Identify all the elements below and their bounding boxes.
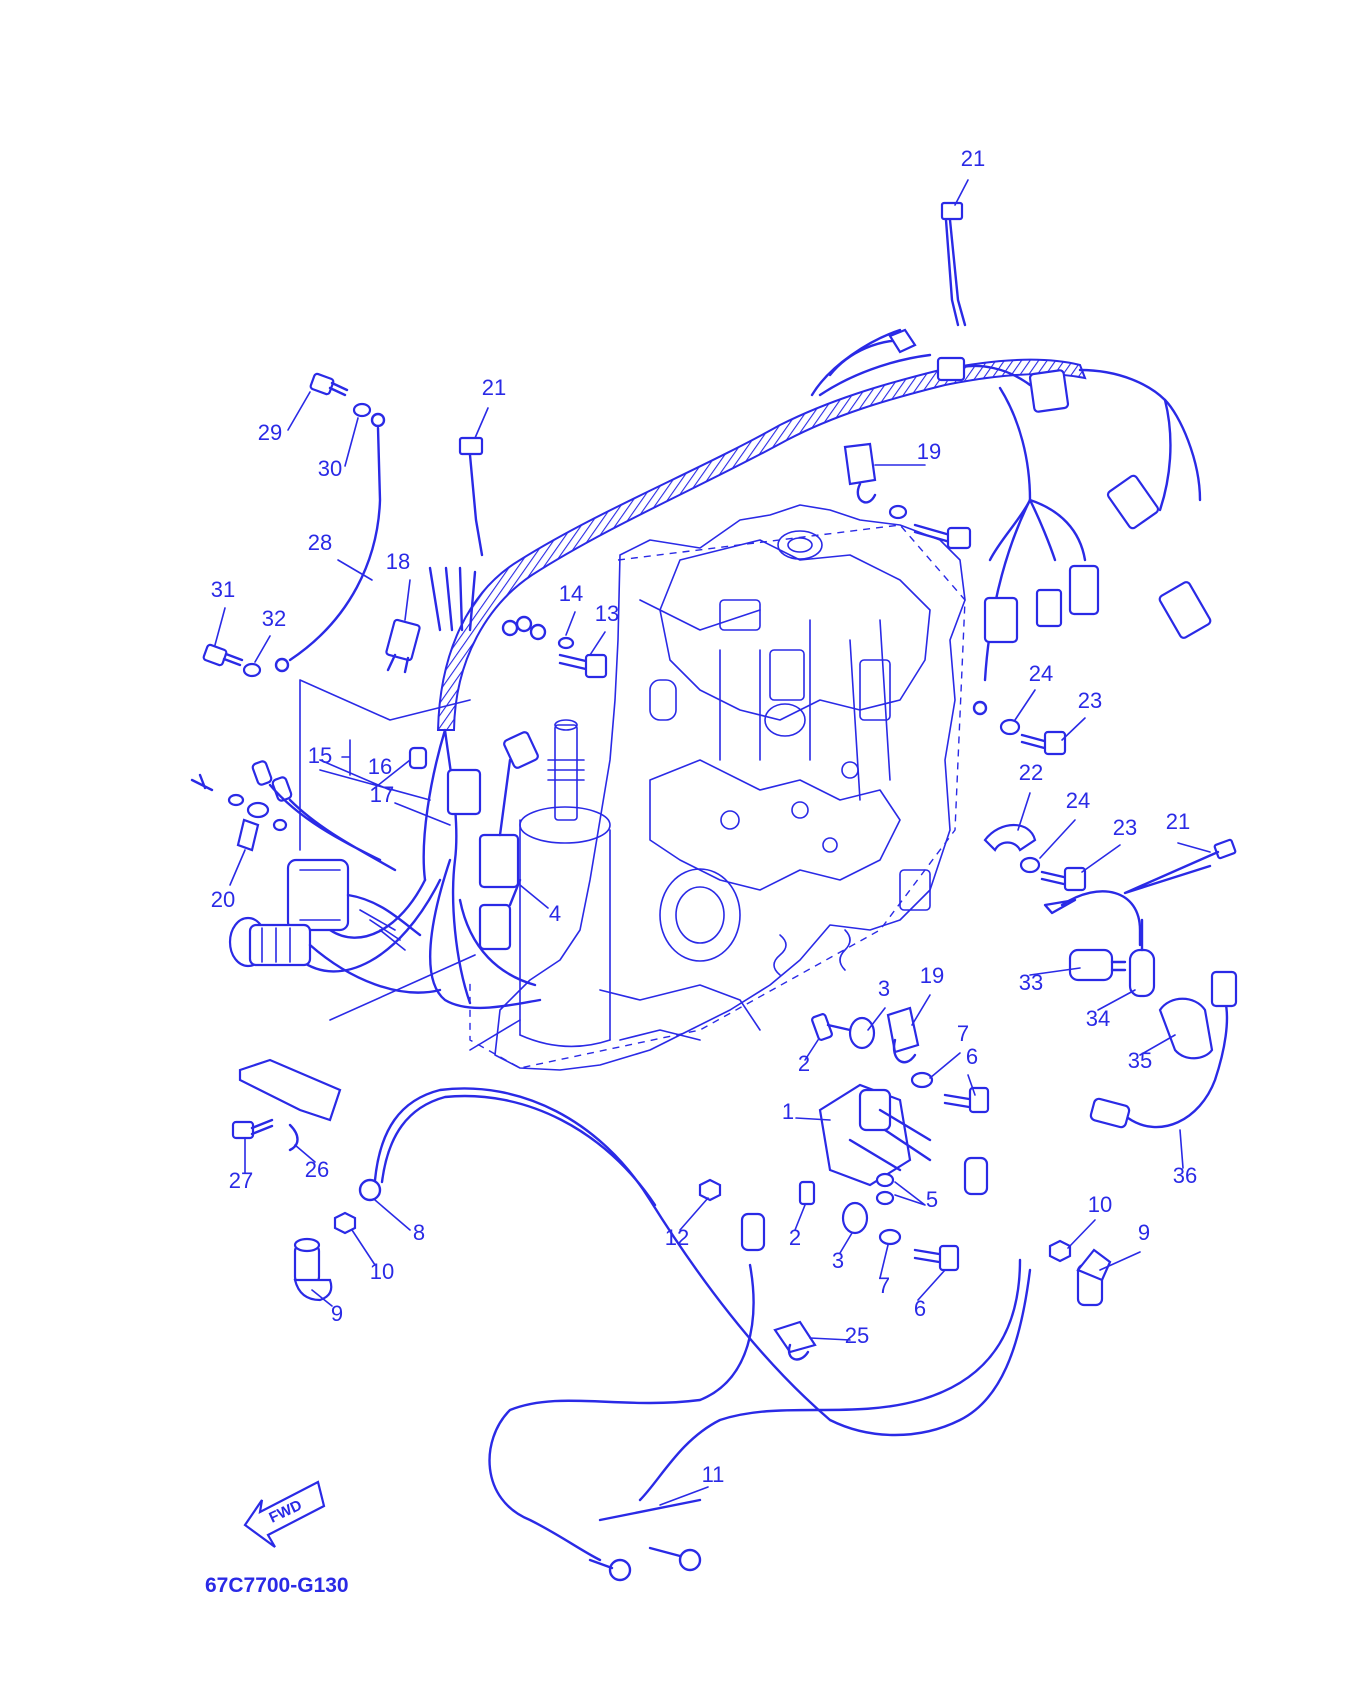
- wire-leads-left: [251, 760, 406, 951]
- callout-4: 4: [549, 901, 561, 926]
- callout-1: 1: [782, 1099, 794, 1124]
- callout-9: 9: [331, 1301, 343, 1326]
- cap-34: [1128, 918, 1156, 998]
- connector-group-top-right: [888, 328, 1212, 644]
- callout-10: 10: [370, 1259, 394, 1284]
- callout-14: 14: [559, 581, 583, 606]
- nut-12: [698, 1178, 722, 1202]
- cable-tie-21-top: [940, 201, 967, 327]
- callout-23: 23: [1113, 815, 1137, 840]
- bolt-13: [558, 653, 608, 679]
- callout-16: 16: [368, 754, 392, 779]
- bolt-31: [202, 643, 244, 667]
- callout-6: 6: [914, 1296, 926, 1321]
- callout-36: 36: [1173, 1163, 1197, 1188]
- clip-26: [238, 1058, 342, 1152]
- callout-13: 13: [595, 601, 619, 626]
- callout-25: 25: [845, 1323, 869, 1348]
- callout-24: 24: [1029, 661, 1053, 686]
- battery-cable-11: [488, 1258, 1022, 1582]
- battery-cable-8: [358, 1087, 1032, 1437]
- clamp-19-upper: [843, 442, 972, 550]
- callout-17: 17: [370, 782, 394, 807]
- callout-31: 31: [211, 577, 235, 602]
- callout-21: 21: [482, 375, 506, 400]
- callout-23: 23: [1078, 688, 1102, 713]
- clamp-20: [190, 773, 288, 852]
- washer-14: [557, 636, 575, 650]
- callout-2: 2: [798, 1051, 810, 1076]
- callout-35: 35: [1128, 1048, 1152, 1073]
- starter-motor: [519, 719, 611, 1048]
- callout-29: 29: [258, 420, 282, 445]
- fwd-arrow-icon: FWD: [243, 1480, 326, 1548]
- relay-4: [478, 731, 539, 951]
- callout-33: 33: [1019, 970, 1043, 995]
- callout-7: 7: [878, 1273, 890, 1298]
- callout-3: 3: [878, 976, 890, 1001]
- starter-relay-1: [818, 1083, 932, 1187]
- callout-12: 12: [665, 1225, 689, 1250]
- sensor-33: [1068, 948, 1127, 982]
- bolt-23-upper: [972, 700, 1067, 756]
- callout-2: 2: [789, 1225, 801, 1250]
- callout-7: 7: [957, 1021, 969, 1046]
- callout-18: 18: [386, 549, 410, 574]
- leader-lines: [214, 179, 1211, 1506]
- callout-28: 28: [308, 530, 332, 555]
- terminal-cap-9-right: [1076, 1248, 1112, 1307]
- callout-5: 5: [926, 1187, 938, 1212]
- ring-terminals-18: [385, 566, 547, 674]
- callout-27: 27: [229, 1168, 253, 1193]
- callout-6: 6: [966, 1044, 978, 1069]
- washer-32: [242, 662, 262, 678]
- nut-10-left: [333, 1211, 357, 1235]
- callout-3: 3: [832, 1248, 844, 1273]
- callout-15: 15: [308, 743, 332, 768]
- callout-10: 10: [1088, 1192, 1112, 1217]
- ground-wire-28: [274, 412, 386, 673]
- sensor-36: [1089, 970, 1238, 1129]
- callout-30: 30: [318, 456, 342, 481]
- bolt-29: [309, 372, 349, 397]
- cable-tie-21-right: [1043, 838, 1237, 947]
- speedometer-sensor: [228, 916, 442, 994]
- callout-26: 26: [305, 1157, 329, 1182]
- bolts-2-6: [798, 1013, 990, 1272]
- clamp-25: [773, 1320, 817, 1361]
- callout-22: 22: [1019, 760, 1043, 785]
- bolt-23-lower: [1019, 856, 1087, 892]
- callout-11: 11: [702, 1462, 725, 1487]
- main-harness: [298, 328, 1202, 1010]
- callout-19: 19: [920, 963, 944, 988]
- callout-20: 20: [211, 887, 235, 912]
- callout-32: 32: [262, 606, 286, 631]
- nut-10-right: [1048, 1239, 1072, 1263]
- callout-34: 34: [1086, 1006, 1110, 1031]
- bracket-15-16-17: [299, 679, 482, 851]
- callout-9: 9: [1138, 1220, 1150, 1245]
- callout-19: 19: [917, 439, 941, 464]
- callout-21: 21: [961, 146, 985, 171]
- part-code: 67C7700-G130: [205, 1574, 349, 1597]
- callout-24: 24: [1066, 788, 1090, 813]
- bolt-27: [231, 1118, 274, 1140]
- grommets-3: [841, 1016, 876, 1235]
- engine-block: [469, 504, 966, 1071]
- terminal-cap-top: [740, 1156, 989, 1252]
- clamp-22: [983, 824, 1037, 852]
- boot-35: [1158, 997, 1214, 1060]
- callout-21: 21: [1166, 809, 1190, 834]
- rectifier: [286, 858, 422, 937]
- callout-8: 8: [413, 1220, 425, 1245]
- washer-30: [352, 402, 372, 418]
- clamp-19-lower: [886, 1006, 920, 1064]
- cable-tie-21-middle: [458, 436, 484, 557]
- washers-7-5: [875, 1071, 934, 1246]
